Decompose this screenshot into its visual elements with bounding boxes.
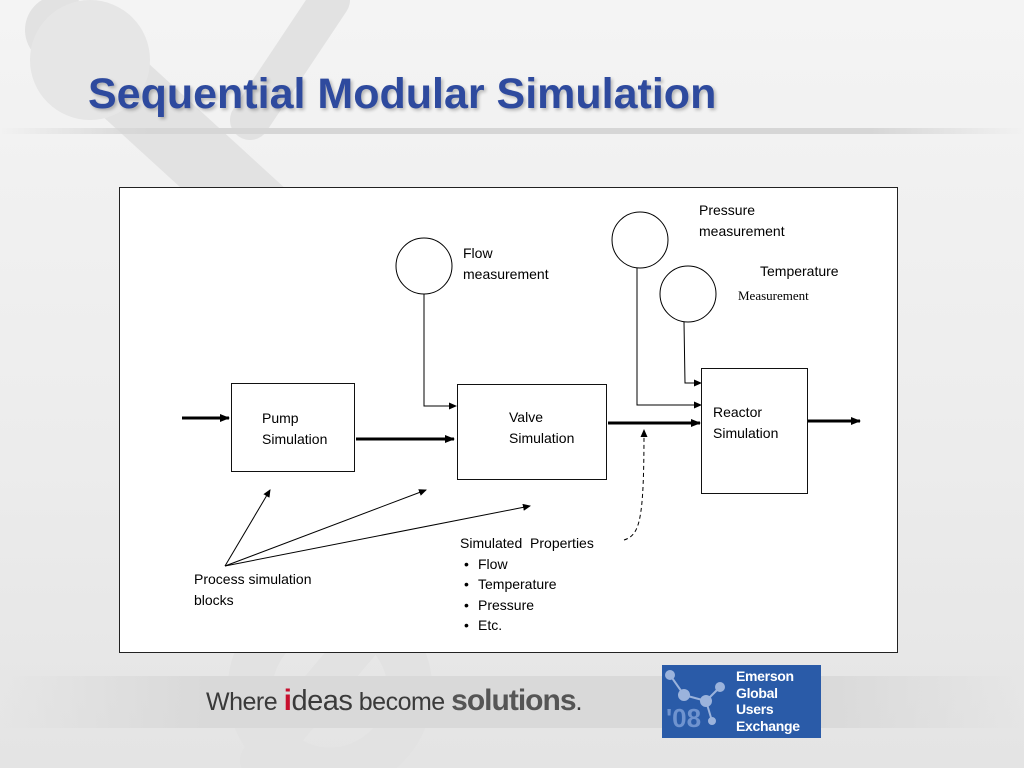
- flow-measurement-label: Flow measurement: [463, 245, 549, 282]
- tagline-where: Where: [206, 688, 284, 716]
- simulated-properties-heading: Simulated Properties: [460, 535, 594, 551]
- pressure-sensor-circle: [611, 211, 669, 269]
- property-item: Etc.: [464, 615, 594, 636]
- pointer-to-pump: [224, 489, 271, 567]
- property-item: Temperature: [464, 574, 594, 595]
- pump-simulation-block: [231, 383, 355, 472]
- property-item: Pressure: [464, 595, 594, 616]
- flow-signal-line: [423, 294, 457, 410]
- tagline-ideas: deas: [291, 685, 353, 717]
- tagline-solutions: solutions: [451, 684, 576, 717]
- pointer-to-reactor: [224, 503, 531, 567]
- emerson-logo: '08 Emerson Global Users Exchange: [662, 665, 821, 738]
- logo-year: '08: [666, 703, 702, 733]
- temperature-measurement-label: Temperature: [760, 263, 839, 279]
- pressure-signal-line: [636, 268, 702, 409]
- temperature-measurement-sublabel: Measurement: [738, 288, 809, 303]
- tagline-period: .: [575, 688, 583, 716]
- logo-text: Emerson Global Users Exchange: [736, 668, 800, 734]
- tagline-become: become: [352, 688, 452, 716]
- footer-tagline: Where ideas become solutions.: [206, 684, 583, 718]
- valve-block-label: Valve Simulation: [509, 409, 575, 446]
- temperature-signal-line: [683, 321, 702, 387]
- simulated-properties-list: Flow Temperature Pressure Etc.: [460, 554, 594, 636]
- reactor-block-label: Reactor Simulation: [713, 404, 779, 441]
- temperature-sensor-circle: [659, 265, 717, 323]
- title-divider: [0, 128, 1024, 134]
- reactor-simulation-block: [701, 368, 808, 494]
- valve-simulation-block: [457, 384, 607, 480]
- pointer-to-valve: [224, 489, 427, 567]
- properties-dashed-pointer: [623, 429, 648, 541]
- pressure-measurement-label: Pressure measurement: [699, 202, 785, 239]
- tagline-i: i: [283, 684, 292, 717]
- simulated-properties: Simulated Properties Flow Temperature Pr…: [460, 533, 594, 636]
- slide-title: Sequential Modular Simulation: [88, 70, 717, 118]
- process-blocks-label: Process simulation blocks: [194, 571, 312, 608]
- footer-band: [0, 676, 1024, 728]
- property-item: Flow: [464, 554, 594, 575]
- flow-sensor-circle: [395, 237, 453, 295]
- logo-network-icon: [665, 670, 725, 725]
- pump-block-label: Pump Simulation: [262, 410, 328, 447]
